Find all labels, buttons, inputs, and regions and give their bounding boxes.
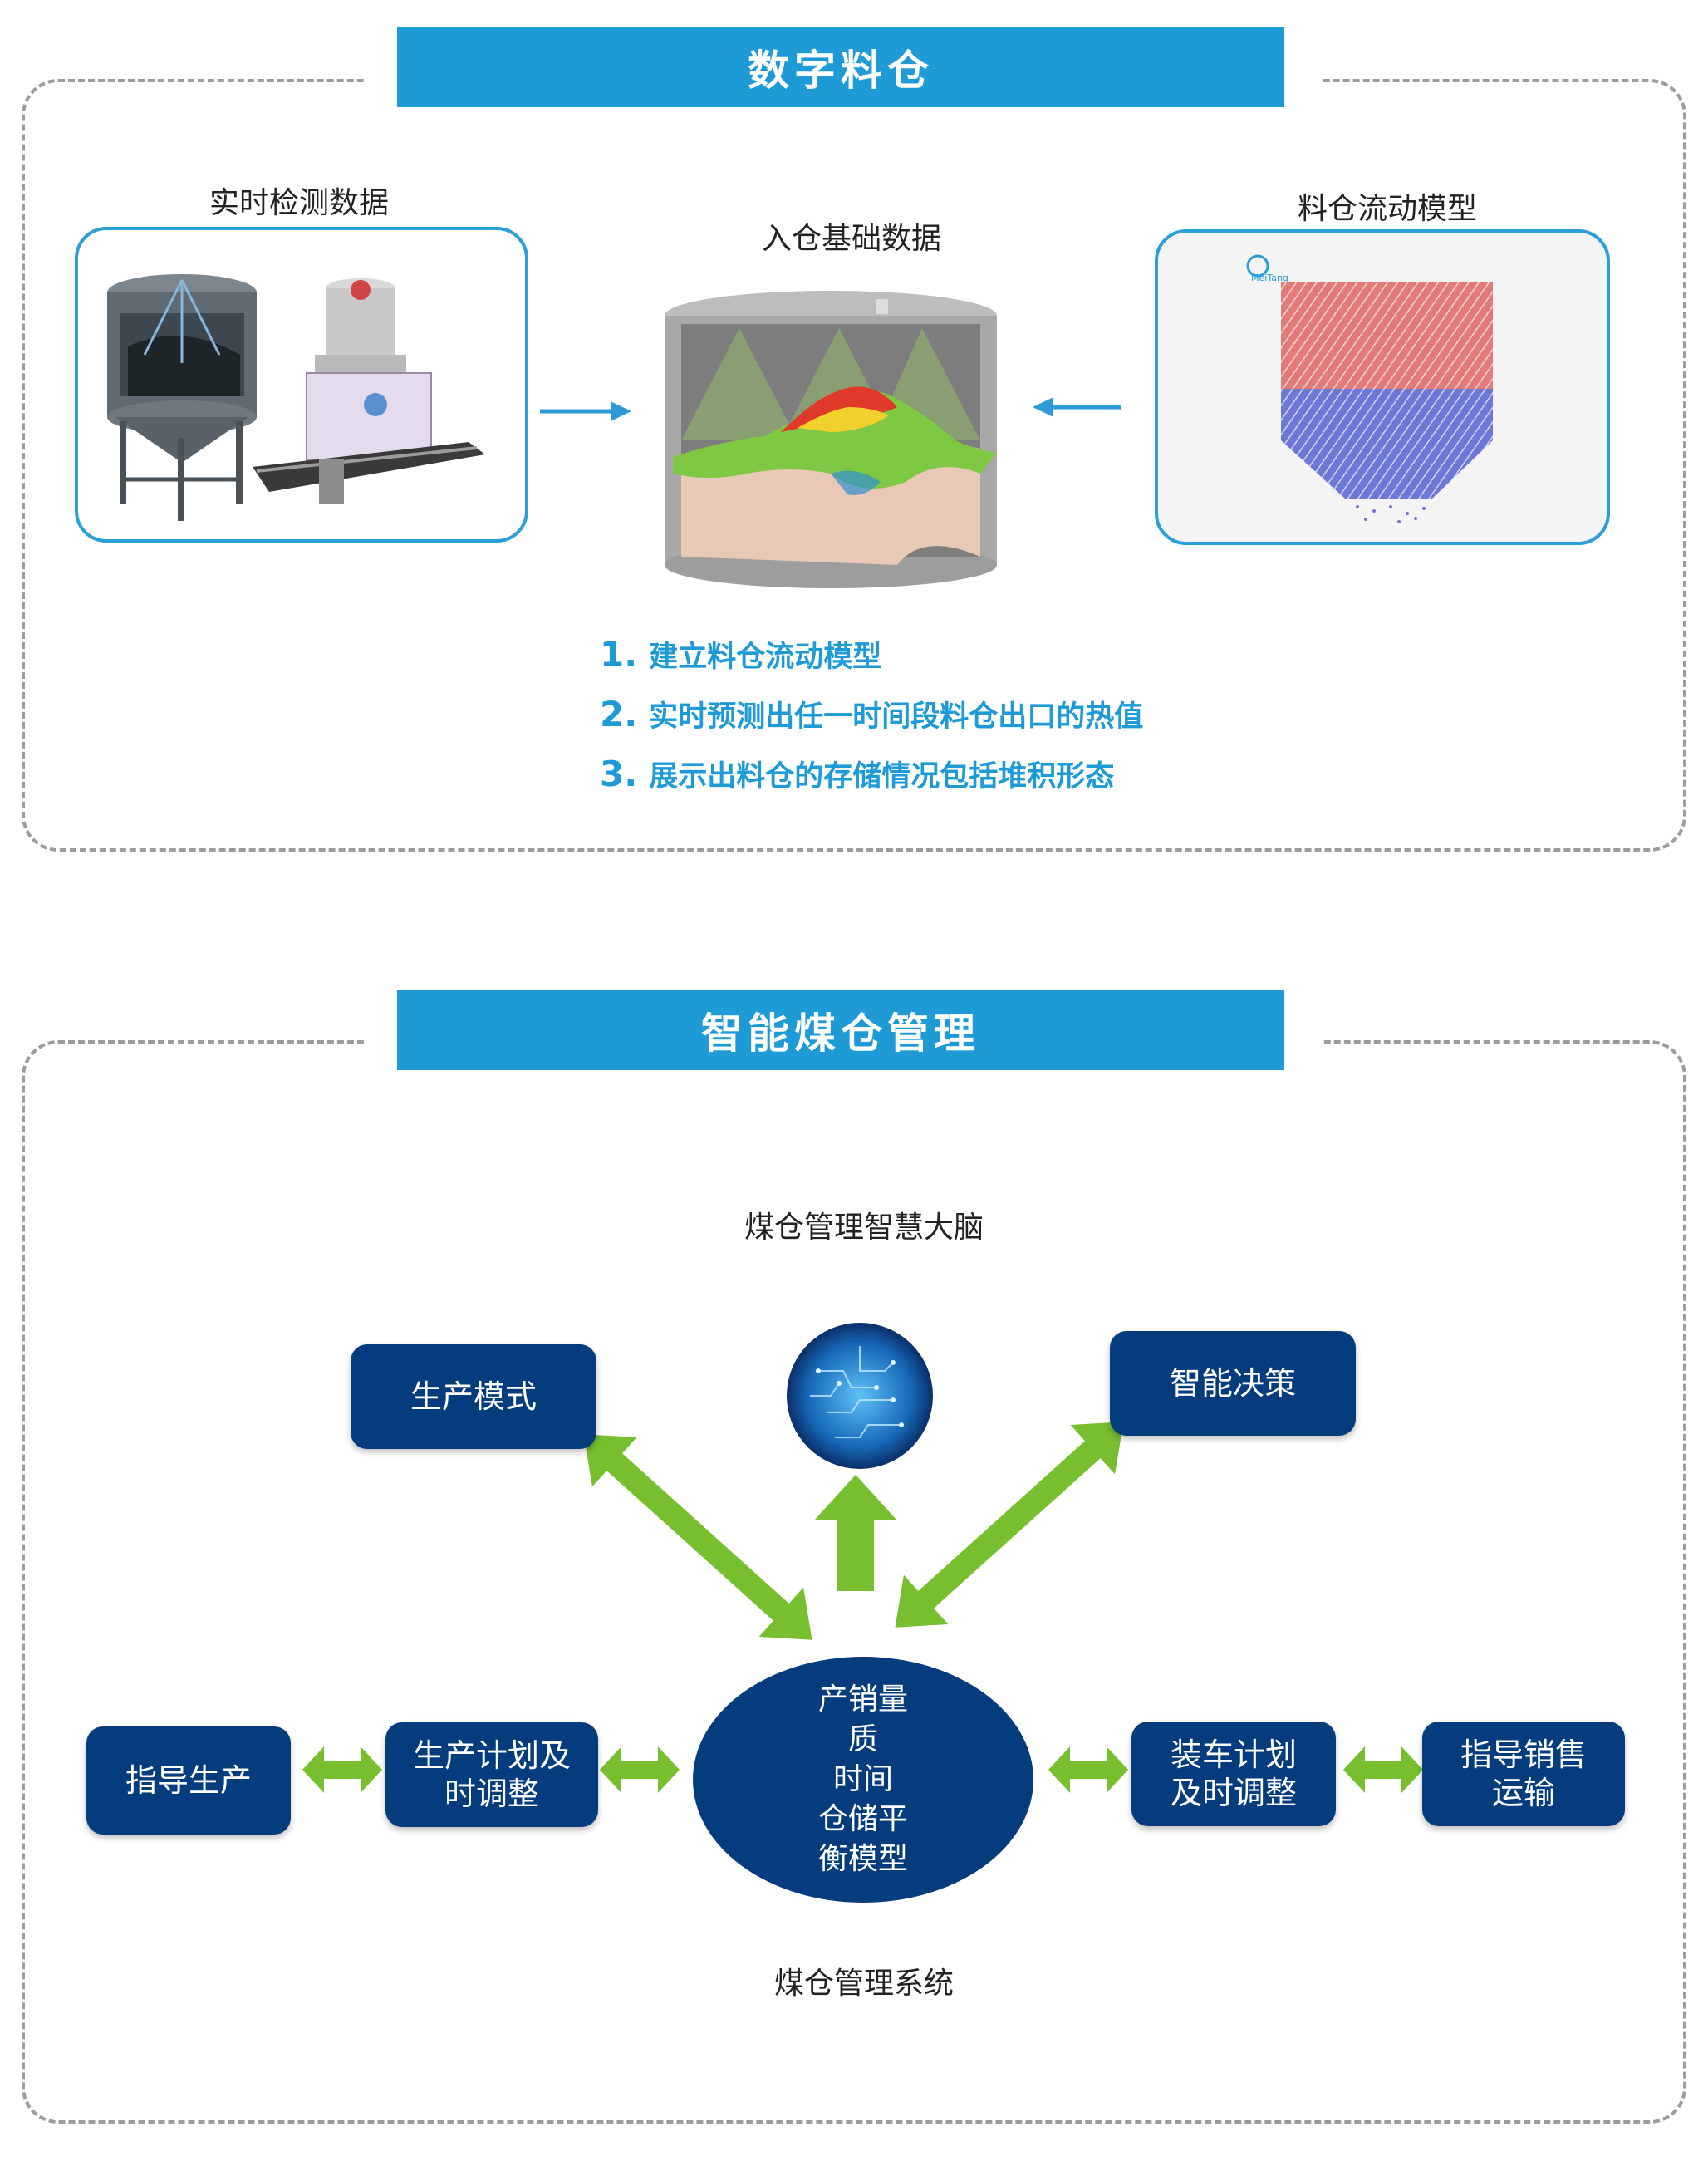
brain-circuit-icon — [787, 1323, 933, 1469]
smart-brain-caption: 煤仓管理智慧大脑 — [744, 1211, 984, 1245]
list-item: 3.展示出料仓的存储情况包括堆积形态 — [600, 754, 1115, 794]
list-item: 2.实时预测出任一时间段料仓出口的热值 — [600, 694, 1144, 734]
guide-production-node: 指导生产 — [86, 1726, 291, 1835]
feature-list: 1.建立料仓流动模型 2.实时预测出任一时间段料仓出口的热值 3.展示出料仓的存… — [600, 625, 1143, 804]
production-mode-node: 生产模式 — [351, 1344, 596, 1449]
flow-model-illustration: MeiTang — [1246, 254, 1493, 523]
list-item: 1.建立料仓流动模型 — [600, 634, 882, 675]
realtime-data-panel — [75, 227, 528, 543]
management-system-caption: 煤仓管理系统 — [773, 1967, 954, 2001]
meitang-logo: MeiTang — [1251, 273, 1288, 283]
realtime-data-caption: 实时检测数据 — [209, 186, 389, 220]
production-plan-node: 生产计划及 时调整 — [385, 1722, 598, 1827]
section2-title: 智能煤仓管理 — [397, 990, 1284, 1070]
section1-title: 数字料仓 — [397, 27, 1284, 107]
silo-3d-model-illustration — [665, 291, 997, 588]
guide-sales-node: 指导销售 运输 — [1422, 1722, 1625, 1826]
silo-equipment-illustration — [107, 274, 485, 521]
balance-model-hub: 产销量 质 时间 仓储平 衡模型 — [693, 1657, 1033, 1903]
smart-decision-node: 智能决策 — [1110, 1331, 1356, 1436]
flow-model-panel: MeiTang — [1155, 229, 1610, 545]
flow-model-caption: 料仓流动模型 — [1297, 192, 1477, 226]
base-data-caption: 入仓基础数据 — [761, 222, 941, 256]
loading-plan-node: 装车计划 及时调整 — [1131, 1722, 1336, 1826]
